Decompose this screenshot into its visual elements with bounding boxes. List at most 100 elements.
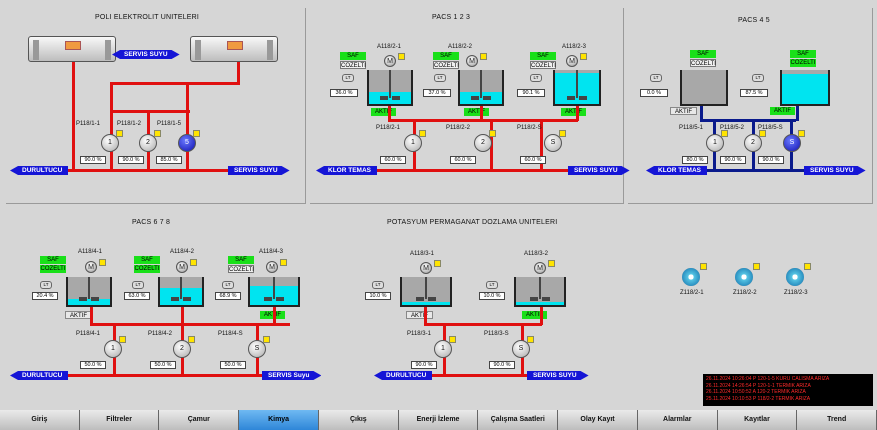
poli-filter-right[interactable] (190, 36, 278, 62)
pacs45-servis-suyu-arrow: SERVIS SUYU (804, 166, 866, 175)
tab-enerji-izleme[interactable]: Enerji İzleme (398, 410, 479, 430)
fan-z118-2-2-icon[interactable] (735, 268, 753, 286)
mixer-motor-icon[interactable]: M (420, 262, 432, 274)
pump-p118-4-1[interactable]: 1 (104, 340, 122, 358)
level-transmitter-icon: LT (530, 74, 542, 82)
level-transmitter-icon: LT (486, 281, 498, 289)
pump-speed-value: 60.0 % (450, 156, 476, 164)
pump-p118-3-1[interactable]: 1 (434, 340, 452, 358)
pump-p118-2-s[interactable]: S (544, 134, 562, 152)
pump-p118-3-s[interactable]: S (512, 340, 530, 358)
tab-alarmlar[interactable]: Alarmlar (637, 410, 718, 430)
alarm-entry: 26.11.2024 14:26:54 P 120-1-1 TERMIK ARI… (706, 382, 811, 389)
pump-speed-value: 90.0 % (720, 156, 746, 164)
pacs123-pipe-bottom (322, 169, 576, 172)
pump-p118-2-2[interactable]: 2 (474, 134, 492, 152)
cozelti-indicator: COZELTI (690, 59, 716, 67)
panel-frame-poli (6, 8, 306, 204)
pump-speed-value: 90.0 % (118, 156, 144, 164)
tab-cikis[interactable]: Çıkış (318, 410, 399, 430)
pacs45-klor-temas-arrow: KLOR TEMAS (646, 166, 707, 175)
pump-p118-5-s[interactable]: S (783, 134, 801, 152)
tab-kayitlar[interactable]: Kayıtlar (717, 410, 798, 430)
mixer-motor-icon[interactable]: M (176, 261, 188, 273)
tank-a118-2-2[interactable] (458, 70, 504, 106)
saf-indicator: SAF (340, 52, 366, 60)
tank-a118-4-3[interactable] (248, 277, 300, 307)
pacs45-pipe-top (700, 119, 796, 122)
pacs123-servis-suyu-arrow: SERVIS SUYU (568, 166, 630, 175)
mixer-tag: A118/3-2 (524, 251, 548, 257)
alarm-flag-icon (280, 259, 287, 266)
alarm-flag-icon (527, 336, 534, 343)
pump-p118-1-1[interactable]: 1 (101, 134, 119, 152)
alarm-flag-icon (434, 260, 441, 267)
pump-p118-2-1[interactable]: 1 (404, 134, 422, 152)
poli-pipe-v3 (110, 82, 113, 172)
poli-filter-left[interactable] (28, 36, 116, 62)
mixer-motor-icon[interactable]: M (566, 55, 578, 67)
tab-giris[interactable]: Giriş (0, 410, 80, 430)
pump-p118-1-5[interactable]: 5 (178, 134, 196, 152)
tank-a118-4-2[interactable] (158, 277, 204, 307)
cozelti-indicator: COZELTI (134, 265, 160, 273)
pacs678-pipe-bottom (14, 374, 268, 377)
pump-tag: P118/2-2 (446, 125, 470, 131)
fan-z118-2-3-icon[interactable] (786, 268, 804, 286)
pump-p118-5-2[interactable]: 2 (744, 134, 762, 152)
section-title-pacs45: PACS 4 5 (738, 17, 770, 24)
pacs123-klor-temas-arrow: KLOR TEMAS (316, 166, 377, 175)
fan-z118-2-1-icon[interactable] (682, 268, 700, 286)
alarm-flag-icon (559, 130, 566, 137)
mixer-motor-icon[interactable]: M (266, 261, 278, 273)
tank-a118-2-1[interactable] (367, 70, 413, 106)
pump-p118-4-s[interactable]: S (248, 340, 266, 358)
alarm-flag-icon (753, 263, 760, 270)
alarm-entry: 25.11.2024 10:10:53 P 118/2-2 TERMIK ARI… (706, 395, 811, 402)
poli-durultucu-arrow: DURULTUCU (10, 166, 69, 175)
pump-tag: P118/2-1 (376, 125, 400, 131)
tank-pacs5[interactable] (780, 70, 830, 106)
alarm-list[interactable]: 26.11.2024 10:26:04 P 120-1-5 KURU CALIS… (703, 374, 873, 406)
alarm-flag-icon (188, 336, 195, 343)
level-transmitter-icon: LT (342, 74, 354, 82)
potasyum-pipe-v (540, 307, 543, 325)
pacs678-durultucu-arrow: DURULTUCU (10, 371, 69, 380)
pump-speed-value: 80.0 % (682, 156, 708, 164)
poli-servis-suyu-arrow: SERVIS SUYU (228, 166, 290, 175)
section-title-poli: POLI ELEKTROLIT UNITELERI (95, 14, 200, 21)
tab-trend[interactable]: Trend (797, 410, 877, 430)
aktif-indicator: AKTIF (371, 108, 397, 116)
mixer-tag: A118/2-2 (448, 44, 472, 50)
aktif-indicator: AKTIF (770, 107, 796, 115)
mixer-motor-icon[interactable]: M (466, 55, 478, 67)
mixer-motor-icon[interactable]: M (384, 55, 396, 67)
tab-olay-kayit[interactable]: Olay Kayıt (558, 410, 638, 430)
mixer-motor-icon[interactable]: M (534, 262, 546, 274)
tab-kimya[interactable]: Kimya (239, 410, 319, 430)
tank-a118-3-2[interactable] (514, 277, 566, 307)
level-transmitter-icon: LT (650, 74, 662, 82)
tab-calisma-saatleri[interactable]: Çalışma Saatleri (478, 410, 559, 430)
cozelti-indicator: COZELTI (40, 265, 66, 273)
tank-a118-3-1[interactable] (400, 277, 452, 307)
pump-speed-value: 50.0 % (80, 361, 106, 369)
pump-speed-value: 50.0 % (150, 361, 176, 369)
tab-filtreler[interactable]: Filtreler (79, 410, 160, 430)
pump-p118-1-2[interactable]: 2 (139, 134, 157, 152)
pump-p118-5-1[interactable]: 1 (706, 134, 724, 152)
poli-pipe-bottom (14, 169, 234, 172)
alarm-flag-icon (480, 53, 487, 60)
alarm-flag-icon (116, 130, 123, 137)
section-title-pacs123: PACS 1 2 3 (432, 14, 471, 21)
tank-pacs4[interactable] (680, 70, 728, 106)
pump-p118-4-2[interactable]: 2 (173, 340, 191, 358)
saf-indicator: SAF (690, 50, 716, 58)
tank-a118-2-3[interactable] (553, 70, 601, 106)
pump-speed-value: 90.0 % (80, 156, 106, 164)
tank-level-value: 36.0 % (330, 89, 358, 97)
tank-a118-4-1[interactable] (66, 277, 112, 307)
alarm-flag-icon (419, 130, 426, 137)
tab-camur[interactable]: Çamur (159, 410, 240, 430)
mixer-motor-icon[interactable]: M (85, 261, 97, 273)
